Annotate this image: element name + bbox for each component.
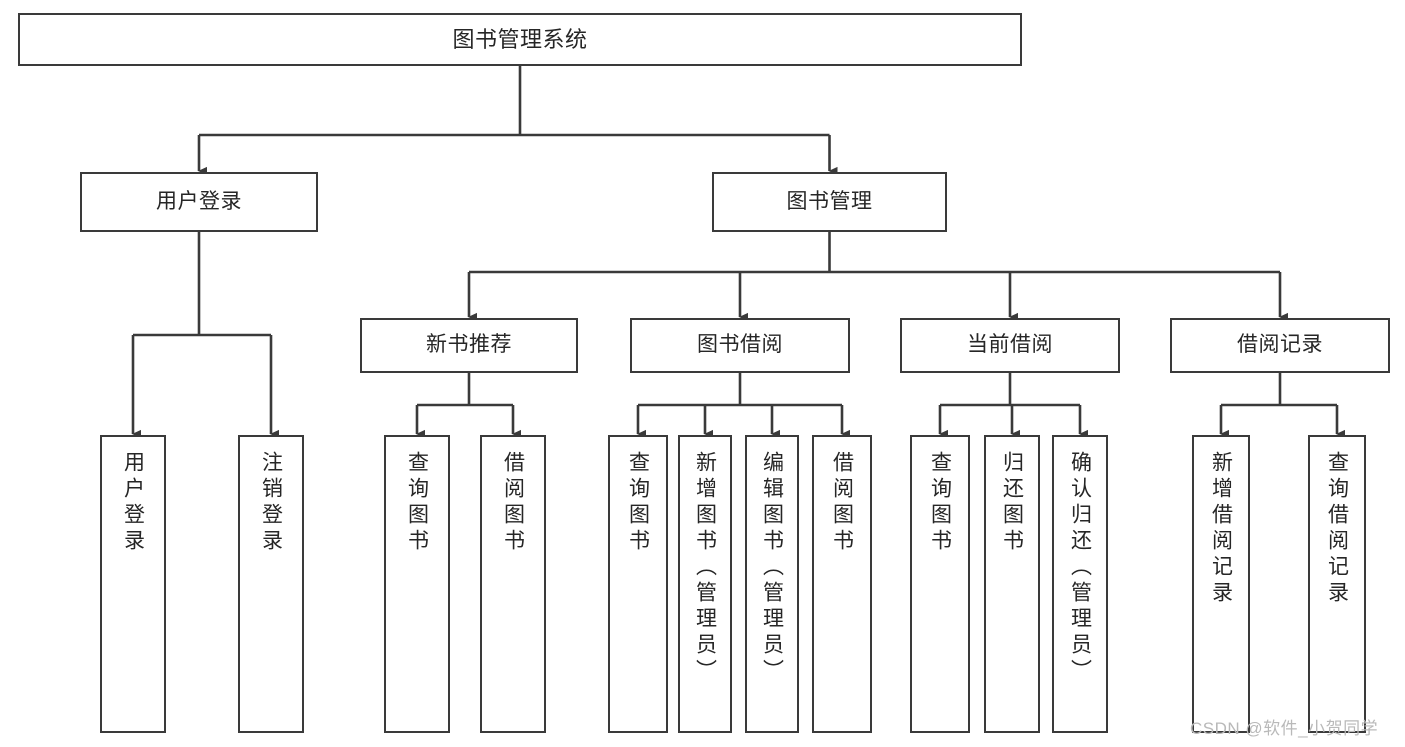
watermark: CSDN @软件_小贺同学 [1190,719,1379,738]
leaf-add-borrow-record[interactable]: 新增借阅记录 [1192,435,1250,733]
leaf-logout-label: 注销登录 [259,451,283,555]
leaf-return-book[interactable]: 归还图书 [984,435,1040,733]
leaf-add-borrow-record-label: 新增借阅记录 [1209,451,1233,607]
leaf-borrow-book[interactable]: 借阅图书 [812,435,872,733]
node-borrow-record[interactable]: 借阅记录 [1170,318,1390,373]
leaf-confirm-return-admin[interactable]: 确认归还（管理员） [1052,435,1108,733]
leaf-borrow-book-recommend[interactable]: 借阅图书 [480,435,546,733]
leaf-add-book-admin-label: 新增图书（管理员） [693,451,717,685]
leaf-query-borrow-record-label: 查询借阅记录 [1325,451,1349,607]
leaf-query-book-recommend-label: 查询图书 [405,451,429,555]
leaf-user-login-label: 用户登录 [121,451,145,555]
node-user-login-label: 用户登录 [156,189,242,213]
node-new-book-recommend[interactable]: 新书推荐 [360,318,578,373]
node-borrow-record-label: 借阅记录 [1237,333,1323,357]
leaf-confirm-return-admin-label: 确认归还（管理员） [1068,451,1092,685]
leaf-edit-book-admin[interactable]: 编辑图书（管理员） [745,435,799,733]
node-root[interactable]: 图书管理系统 [18,13,1022,66]
leaf-query-book-recommend[interactable]: 查询图书 [384,435,450,733]
leaf-logout[interactable]: 注销登录 [238,435,304,733]
leaf-add-book-admin[interactable]: 新增图书（管理员） [678,435,732,733]
leaf-return-book-label: 归还图书 [1000,451,1024,555]
node-new-book-recommend-label: 新书推荐 [426,333,512,357]
leaf-user-login[interactable]: 用户登录 [100,435,166,733]
node-book-manage-label: 图书管理 [786,189,873,213]
node-book-borrow-label: 图书借阅 [697,333,783,357]
node-current-borrow[interactable]: 当前借阅 [900,318,1120,373]
leaf-edit-book-admin-label: 编辑图书（管理员） [760,451,784,685]
node-book-manage[interactable]: 图书管理 [712,172,947,232]
node-root-label: 图书管理系统 [452,26,588,52]
node-book-borrow[interactable]: 图书借阅 [630,318,850,373]
leaf-query-book-borrow[interactable]: 查询图书 [608,435,668,733]
leaf-query-book-borrow-label: 查询图书 [626,451,650,555]
leaf-query-book-current[interactable]: 查询图书 [910,435,970,733]
leaf-query-book-current-label: 查询图书 [928,451,952,555]
leaf-query-borrow-record[interactable]: 查询借阅记录 [1308,435,1366,733]
node-user-login[interactable]: 用户登录 [80,172,318,232]
leaf-borrow-book-recommend-label: 借阅图书 [501,451,525,555]
leaf-borrow-book-label: 借阅图书 [830,451,854,555]
node-current-borrow-label: 当前借阅 [967,333,1053,357]
